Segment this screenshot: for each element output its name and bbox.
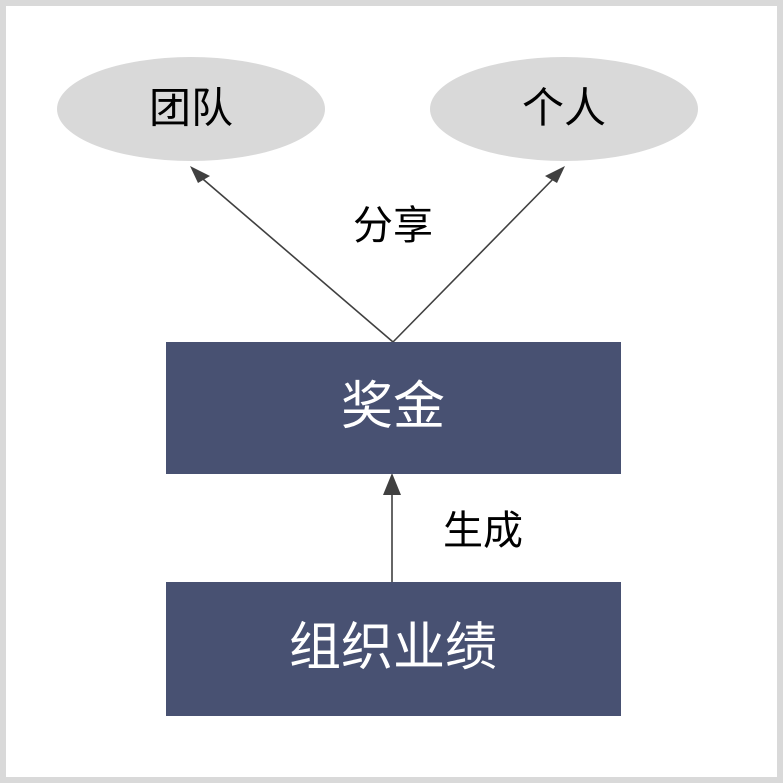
- edge-bonus-to-team[interactable]: [190, 166, 394, 343]
- edge-label-share: 分享: [353, 203, 433, 249]
- flow-diagram: 团队 个人 分享 奖金 生成 组织业绩: [57, 57, 698, 716]
- node-bonus-label: 奖金: [341, 377, 445, 437]
- edge-bonus-to-team-line: [196, 173, 394, 343]
- node-bonus-shape: [166, 342, 621, 474]
- node-org-performance-label: 组织业绩: [289, 618, 497, 678]
- edge-bonus-to-team-arrowhead: [190, 166, 210, 183]
- edge-label-generate: 生成: [443, 508, 523, 554]
- edge-bonus-to-individual-arrowhead: [545, 166, 565, 183]
- edge-bonus-to-individual-line: [392, 173, 559, 343]
- node-individual-label: 个人: [522, 84, 606, 133]
- node-org-performance-shape: [166, 582, 621, 716]
- node-team[interactable]: 团队: [57, 57, 325, 161]
- node-individual-shape: [430, 57, 698, 161]
- node-team-shape: [57, 57, 325, 161]
- edge-performance-to-bonus[interactable]: [383, 473, 401, 584]
- node-org-performance[interactable]: 组织业绩: [166, 582, 621, 716]
- node-bonus[interactable]: 奖金: [166, 342, 621, 474]
- edge-performance-to-bonus-arrowhead: [383, 473, 401, 495]
- diagram-surface: 团队 个人 分享 奖金 生成 组织业绩: [6, 6, 777, 777]
- node-individual[interactable]: 个人: [430, 57, 698, 161]
- edge-bonus-to-individual[interactable]: [392, 166, 565, 343]
- node-team-label: 团队: [149, 84, 233, 133]
